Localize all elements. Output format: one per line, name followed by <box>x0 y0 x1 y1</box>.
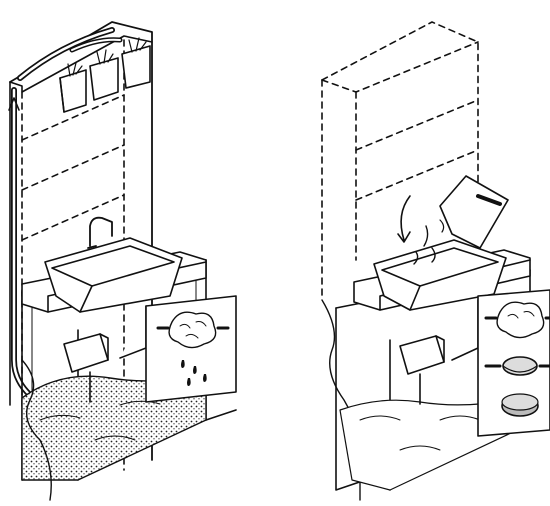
filter-box <box>63 333 109 403</box>
droplet-icon <box>181 360 207 386</box>
left-unit <box>8 21 237 501</box>
faucet <box>87 216 113 249</box>
arrow-icon <box>8 97 20 111</box>
food-scrap-blob <box>484 301 550 339</box>
filter-box <box>399 335 445 405</box>
food-scrap-blob <box>156 311 230 349</box>
plant-icon <box>67 37 147 77</box>
sink <box>44 237 183 313</box>
pump-tube <box>8 27 123 398</box>
compost-pellet <box>501 393 539 417</box>
sink <box>373 239 507 311</box>
planter-boxes <box>59 37 151 113</box>
process-callout <box>451 289 550 437</box>
dashed-planter-frame <box>321 21 479 301</box>
compressed-disc <box>484 356 550 376</box>
arrow-icon <box>397 195 411 243</box>
cutting-board-scraps <box>397 175 509 265</box>
filter-callout <box>119 295 237 403</box>
right-unit <box>321 21 550 501</box>
